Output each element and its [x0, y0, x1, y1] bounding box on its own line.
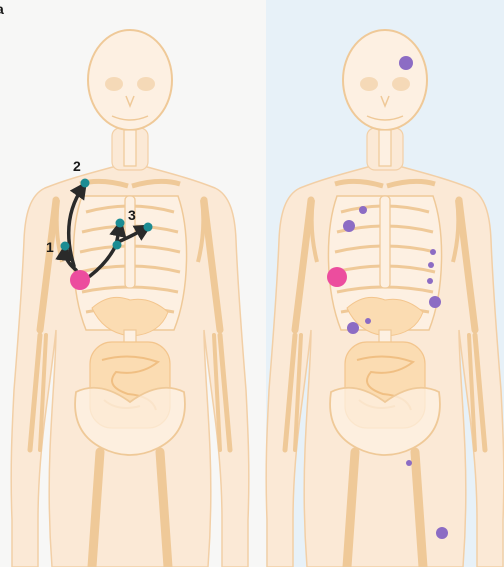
primary-tumor — [70, 270, 90, 290]
metastasis-skull — [399, 56, 413, 70]
metastasis-rib-2 — [428, 262, 434, 268]
lymph-node-3b — [144, 223, 153, 232]
metastasis-chest-2 — [343, 220, 355, 232]
primary-tumor-right — [327, 267, 347, 287]
label-node-2: 2 — [73, 158, 81, 174]
panel-left: 1 2 3 a — [0, 0, 266, 567]
panel-right — [266, 0, 504, 567]
metastasis-rib-4 — [429, 296, 441, 308]
lymph-node-3a — [116, 219, 125, 228]
lymph-node-2 — [81, 179, 90, 188]
metastasis-abdomen-2 — [365, 318, 371, 324]
metastasis-rib-1 — [430, 249, 436, 255]
label-node-3: 3 — [128, 207, 136, 223]
metastasis-abdomen-1 — [347, 322, 359, 334]
metastasis-rib-3 — [427, 278, 433, 284]
metastasis-femur-1 — [406, 460, 412, 466]
label-node-1: 1 — [46, 239, 54, 255]
metastasis-femur-2 — [436, 527, 448, 539]
metastasis-chest-1 — [359, 206, 367, 214]
figure-tag: a — [0, 1, 4, 17]
lymph-node-3c — [113, 241, 122, 250]
lymph-node-1 — [61, 242, 70, 251]
